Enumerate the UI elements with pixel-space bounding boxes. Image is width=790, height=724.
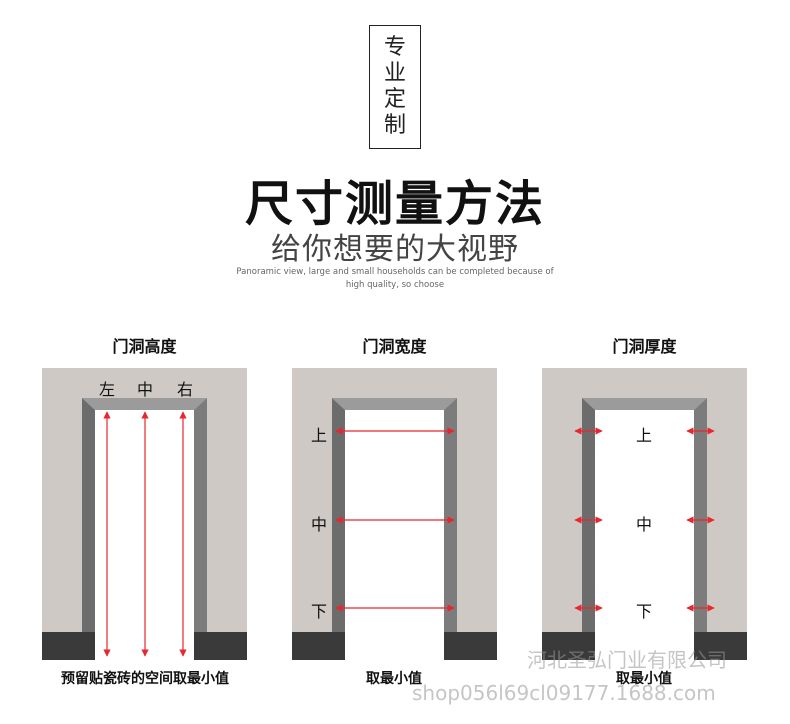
panel-door-thickness: 上 中 下	[542, 368, 747, 660]
door-floor-gap	[595, 632, 694, 660]
door-height-diagram	[42, 368, 247, 660]
english-description: Panoramic view, large and small househol…	[236, 267, 554, 290]
page-title: 尺寸测量方法	[244, 176, 545, 232]
door-thickness-diagram	[542, 368, 747, 660]
door-frame-top	[582, 398, 707, 410]
label-bottom: 下	[635, 602, 652, 621]
panel-door-width: 上 中 下	[292, 368, 497, 660]
watermark-shop-url: shop056l69cl09177.1688.com	[412, 681, 716, 705]
door-width-diagram	[292, 368, 497, 660]
door-frame-top	[332, 398, 457, 410]
panel-door-height: 左 中 右	[42, 368, 247, 660]
label-top: 上	[635, 426, 652, 445]
label-left: 左	[98, 380, 115, 399]
badge-char: 业	[383, 61, 406, 86]
door-frame-left	[82, 398, 95, 632]
page-subtitle: 给你想要的大视野	[271, 232, 519, 267]
custom-badge: 专 业 定 制	[369, 25, 421, 149]
door-frame-right	[444, 398, 457, 632]
panel-title-width: 门洞宽度	[362, 337, 427, 356]
badge-char: 制	[383, 113, 406, 138]
watermark-company: 河北圣弘门业有限公司	[527, 648, 727, 672]
badge-char: 专	[383, 35, 406, 60]
door-opening	[595, 410, 694, 632]
label-top: 上	[310, 426, 327, 445]
label-middle: 中	[136, 380, 153, 399]
label-middle: 中	[310, 515, 327, 534]
badge-char: 定	[383, 87, 406, 112]
label-middle: 中	[635, 515, 652, 534]
caption-width: 取最小值	[366, 671, 422, 687]
panel-title-thickness: 门洞厚度	[612, 337, 677, 356]
door-frame-left	[332, 398, 345, 632]
label-bottom: 下	[310, 602, 327, 621]
door-opening	[345, 410, 444, 632]
label-right: 右	[176, 380, 193, 399]
door-frame-right	[194, 398, 207, 632]
door-frame-right	[694, 398, 707, 632]
door-frame-left	[582, 398, 595, 632]
caption-height: 预留贴瓷砖的空间取最小值	[61, 671, 229, 687]
caption-thickness: 取最小值	[616, 671, 672, 687]
door-frame-top	[82, 398, 207, 410]
door-floor-gap	[345, 632, 444, 660]
panel-title-height: 门洞高度	[112, 337, 177, 356]
